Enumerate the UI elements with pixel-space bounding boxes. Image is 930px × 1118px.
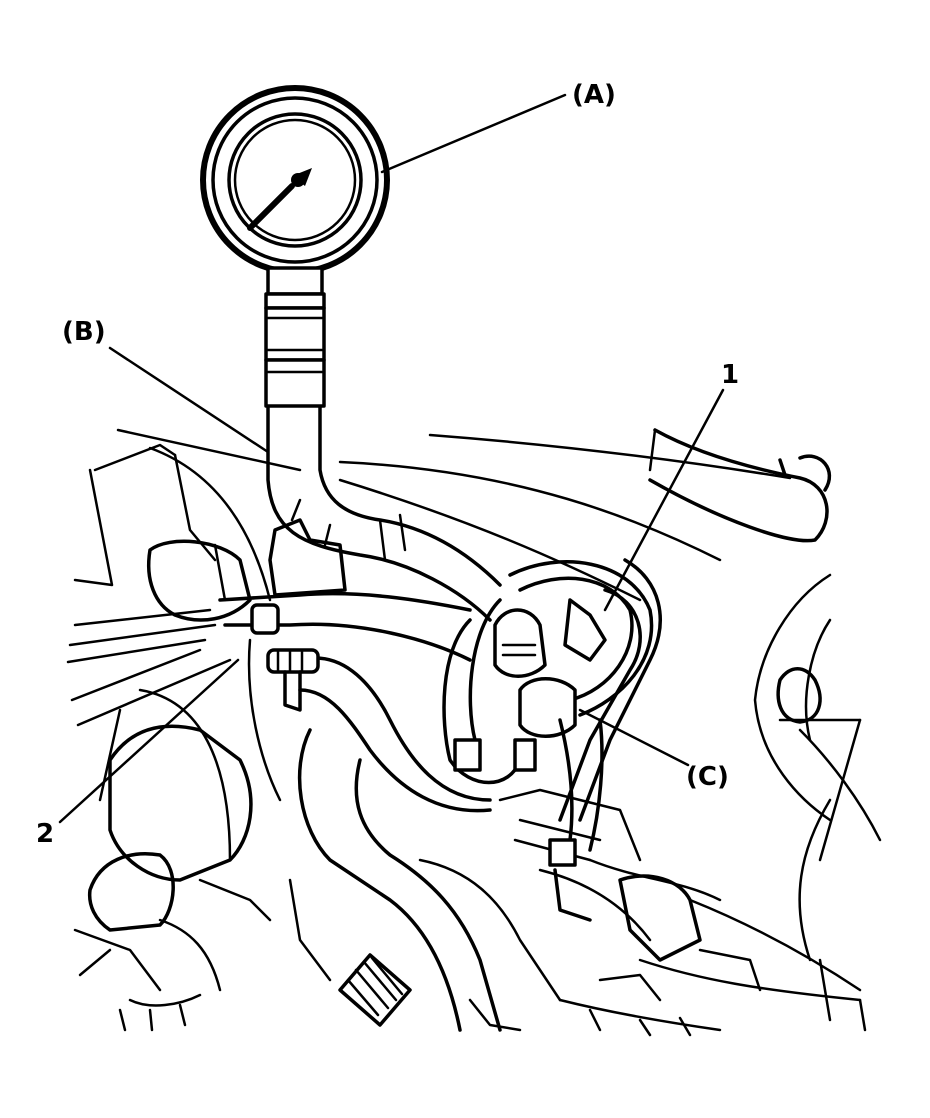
leader-2 bbox=[58, 658, 240, 824]
callout-a-label: (A) bbox=[572, 80, 616, 110]
leader-a bbox=[380, 93, 567, 174]
leader-b bbox=[108, 346, 270, 454]
leader-c bbox=[578, 708, 690, 767]
test-hose bbox=[266, 403, 502, 622]
leader-1 bbox=[603, 388, 725, 612]
pressure-gauge bbox=[200, 85, 390, 408]
gauge-needle bbox=[247, 168, 312, 231]
callout-b-label: (B) bbox=[62, 317, 106, 347]
engine-background bbox=[66, 428, 882, 1037]
callout-2-label: 2 bbox=[36, 819, 54, 849]
leader-lines bbox=[58, 93, 725, 824]
three-way-joint bbox=[442, 558, 662, 922]
callout-c-label: (C) bbox=[686, 762, 729, 792]
callout-1-label: 1 bbox=[721, 360, 739, 390]
fuel-pipe bbox=[218, 591, 492, 813]
